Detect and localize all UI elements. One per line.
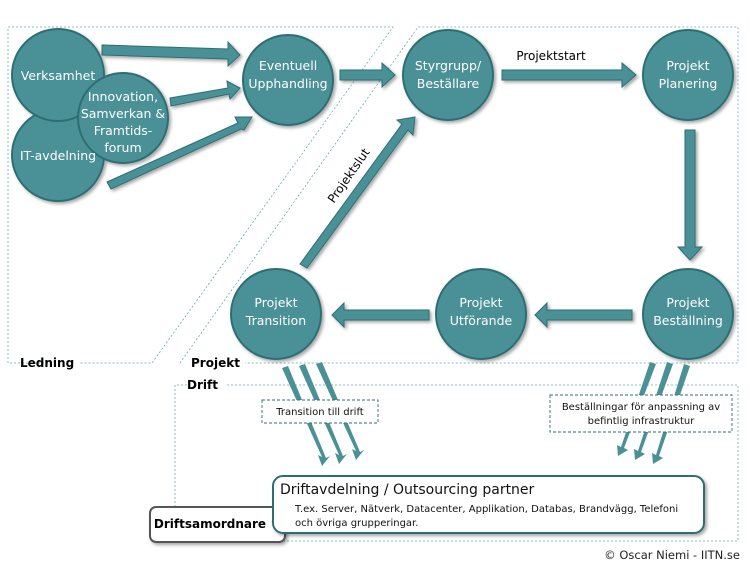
driftavdelning-box[interactable] [272, 475, 705, 534]
nodes [11, 28, 734, 360]
node-styrgrupp[interactable] [402, 29, 494, 121]
edge-label-projektstart: Projektstart [516, 49, 586, 63]
zone-label-ledning: Ledning [20, 356, 74, 370]
node-styrgrupp-label-1: Styrgrupp/ [415, 58, 482, 73]
callout-bestallningar: Beställningar för anpassning av befintli… [549, 394, 733, 433]
arrow-utforande-to-transition [331, 301, 430, 329]
node-bestallning-label-2: Beställning [653, 313, 723, 328]
node-bestallning[interactable] [642, 268, 734, 360]
node-innovation-label-1: Innovation, [88, 89, 158, 104]
node-upphandling-label-1: Eventuell [259, 58, 317, 73]
callout-transition-text: Transition till drift [275, 407, 364, 418]
drift-zone-border [174, 384, 739, 542]
node-utforande-label-1: Projekt [459, 295, 502, 310]
node-styrgrupp-label-2: Beställare [417, 76, 480, 91]
node-planering-label-1: Projekt [666, 58, 709, 73]
node-innovation[interactable] [77, 72, 169, 164]
ledning-zone-border [7, 26, 394, 364]
node-transition[interactable] [230, 268, 322, 360]
callout-transition-till-drift: Transition till drift [261, 399, 379, 424]
arrow-bestallning-to-utforande [534, 301, 633, 329]
node-innovation-label-3: Framtids- [94, 123, 153, 138]
arrows [101, 40, 704, 329]
node-transition-label-1: Projekt [254, 295, 297, 310]
copyright: © Oscar Niemi - IITN.se [604, 548, 740, 562]
arrow-projektslut [299, 116, 416, 269]
node-planering-label-2: Planering [659, 76, 718, 91]
node-verksamhet-label: Verksamhet [21, 68, 96, 83]
callout-bestallningar-line-1: Beställningar för anpassning av [562, 402, 720, 413]
node-it-avdelning-label: IT-avdelning [20, 148, 96, 163]
arrow-verksamhet-to-upphandling [101, 40, 241, 68]
node-planering[interactable] [642, 29, 734, 121]
zone-label-projekt: Projekt [191, 356, 240, 370]
node-upphandling[interactable] [242, 34, 334, 126]
arrow-planering-to-bestallning [676, 129, 704, 261]
driftavdelning-title: Driftavdelning / Outsourcing partner [280, 482, 535, 498]
arrow-it-to-upphandling [106, 116, 253, 190]
node-labels: Verksamhet IT-avdelning Innovation, Samv… [20, 58, 723, 328]
driftsamordnare-label: Driftsamordnare [154, 517, 266, 531]
node-verksamhet[interactable] [11, 28, 105, 122]
driftavdelning-line-1: T.ex. Server, Nätverk, Datacenter, Appli… [294, 504, 678, 515]
node-upphandling-label-2: Upphandling [248, 76, 327, 91]
node-utforande[interactable] [435, 268, 527, 360]
arrow-upphandling-to-styrgrupp [339, 61, 396, 89]
driftavdelning-line-2: och övriga grupperingar. [295, 518, 418, 529]
arrow-innovation-to-upphandling [169, 80, 241, 107]
zone-label-drift: Drift [187, 378, 218, 392]
node-innovation-label-4: forum [104, 140, 141, 155]
node-innovation-label-2: Samverkan & [81, 106, 166, 121]
node-bestallning-label-1: Projekt [666, 295, 709, 310]
callout-bestallningar-line-2: befintlig infrastruktur [588, 416, 696, 427]
node-utforande-label-2: Utförande [450, 313, 513, 328]
projekt-zone-border [179, 26, 739, 364]
node-transition-label-2: Transition [245, 313, 306, 328]
arrow-projektstart [501, 61, 637, 89]
zone-borders [7, 26, 739, 542]
